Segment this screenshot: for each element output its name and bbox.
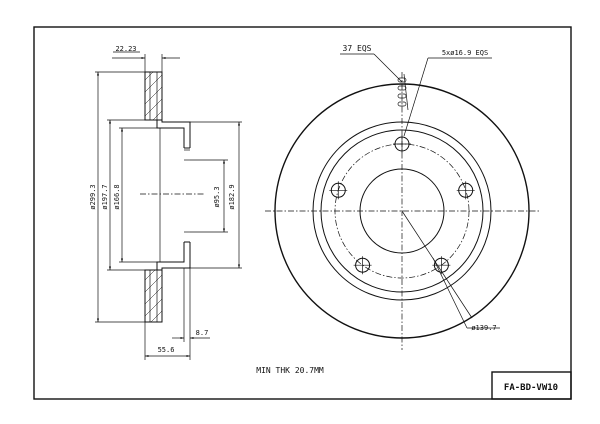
dim-hub-dia: ø182.9 bbox=[190, 121, 242, 269]
vent-callout: 37 EQS bbox=[340, 44, 403, 83]
rotor-outer-edge bbox=[274, 83, 530, 339]
dim-hat-dia: ø166.8 bbox=[113, 127, 157, 263]
dim-offset-label: 55.6 bbox=[158, 346, 175, 354]
hat-outer-edge bbox=[320, 129, 484, 293]
dim-inner-dia-label: ø197.7 bbox=[101, 184, 109, 209]
vent-marks bbox=[397, 73, 409, 111]
lower-ring-section bbox=[144, 269, 163, 323]
title-block: FA-BD-VW10 bbox=[491, 371, 572, 400]
dim-bore-dia: ø95.3 bbox=[190, 159, 228, 233]
dim-inner-dia: ø197.7 bbox=[101, 119, 145, 271]
dim-flange: 8.7 bbox=[172, 268, 210, 342]
dim-bore-dia-label: ø95.3 bbox=[213, 186, 221, 207]
min-thickness-note: MIN THK 20.7MM bbox=[256, 366, 324, 375]
centre-bore bbox=[359, 168, 445, 254]
pcd-callout: ø139.7 bbox=[401, 210, 500, 332]
upper-ring-section bbox=[144, 71, 163, 121]
hat-profile bbox=[156, 120, 191, 270]
pcd-label: ø139.7 bbox=[471, 324, 496, 332]
sheet-border bbox=[33, 26, 572, 400]
dim-flange-label: 8.7 bbox=[196, 329, 209, 337]
bolt-pattern-label: 5xø16.9 EQS bbox=[442, 49, 488, 57]
dim-hub-dia-label: ø182.9 bbox=[228, 184, 236, 209]
bolt-holes bbox=[329, 135, 475, 275]
bolt-callout: 5xø16.9 EQS bbox=[403, 49, 492, 137]
rotor-friction-inner-edge bbox=[312, 121, 492, 301]
dim-width-label: 22.23 bbox=[115, 45, 136, 53]
dim-offset: 55.6 bbox=[144, 322, 191, 360]
dim-outer-dia: ø299.3 bbox=[89, 71, 145, 323]
front-view: 37 EQS 5xø16.9 EQS ø139.7 bbox=[265, 44, 540, 350]
dim-outer-dia-label: ø299.3 bbox=[89, 184, 97, 209]
side-view: 22.23 ø299.3 ø197.7 ø166.8 bbox=[89, 45, 242, 360]
vent-angle-label: 37 EQS bbox=[343, 44, 372, 53]
dim-width: 22.23 bbox=[112, 45, 180, 72]
part-code: FA-BD-VW10 bbox=[504, 383, 558, 393]
dim-hat-dia-label: ø166.8 bbox=[113, 184, 121, 209]
